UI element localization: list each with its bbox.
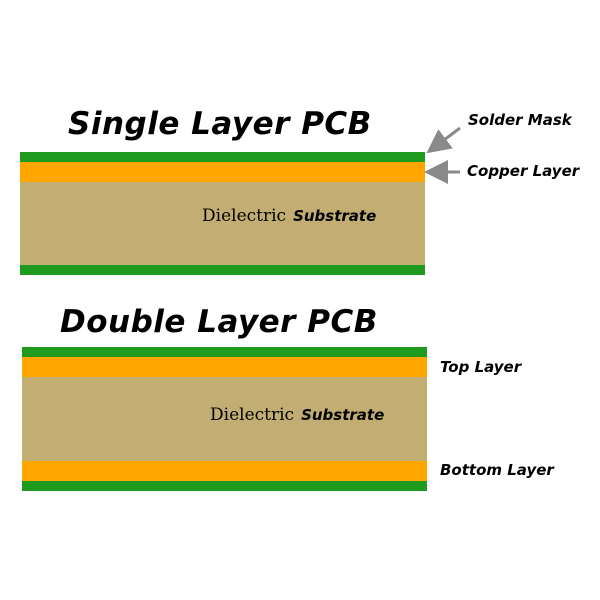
- double-substrate-word-substrate: Substrate: [301, 406, 385, 424]
- double-substrate-word-dielectric: Dielectric: [210, 405, 295, 425]
- label-copper-layer: Copper Layer: [467, 162, 580, 180]
- label-bottom-layer: Bottom Layer: [440, 461, 554, 479]
- single-substrate-word-substrate: Substrate: [293, 207, 377, 225]
- single-dielectric-substrate: [20, 182, 425, 265]
- double-top-solder-mask: [22, 347, 427, 357]
- single-substrate-word-dielectric: Dielectric: [202, 206, 287, 226]
- single-bottom-solder-mask: [20, 265, 425, 275]
- single-copper-layer: [20, 162, 425, 182]
- single-substrate-label: Dielectric Substrate: [202, 206, 376, 226]
- double-substrate-label: Dielectric Substrate: [210, 405, 384, 425]
- single-layer-title: Single Layer PCB: [68, 106, 372, 142]
- double-bottom-solder-mask: [22, 481, 427, 491]
- solder-mask-arrow: [426, 126, 461, 154]
- label-solder-mask: Solder Mask: [468, 111, 572, 129]
- double-bottom-copper-layer: [22, 461, 427, 481]
- label-top-layer: Top Layer: [440, 358, 522, 376]
- single-top-solder-mask: [20, 152, 425, 162]
- double-top-copper-layer: [22, 357, 427, 377]
- double-dielectric-substrate: [22, 377, 427, 461]
- double-layer-title: Double Layer PCB: [60, 304, 378, 340]
